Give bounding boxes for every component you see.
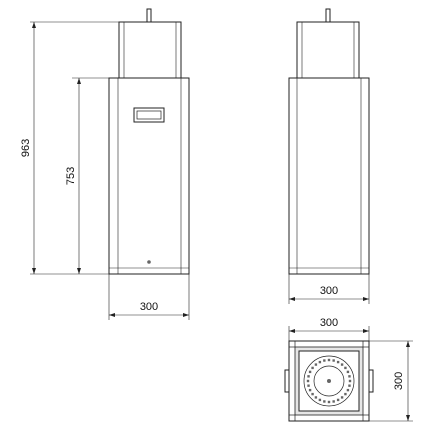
arrow-body-bottom	[77, 268, 81, 274]
dimension-front-width: 300	[108, 274, 190, 320]
vent-hole	[344, 366, 347, 370]
arrow-side-left	[289, 297, 295, 301]
arrow-side-right	[363, 297, 369, 301]
vent-hole	[340, 363, 344, 366]
front-body	[108, 77, 190, 275]
vent-hole	[340, 396, 344, 399]
arrow-top-left	[289, 329, 295, 333]
vent-hole	[332, 400, 335, 403]
vent-hole	[318, 360, 322, 364]
vent-hole	[346, 370, 350, 374]
label-total-height: 963	[20, 139, 32, 157]
arrow-total-bottom	[32, 268, 36, 274]
vent-hole	[311, 366, 314, 370]
top-corner-bl	[288, 414, 296, 422]
top-tab-right	[368, 369, 374, 393]
dimension-body-height: 753	[65, 77, 109, 274]
vent-hole	[314, 363, 318, 366]
top-corner-tr	[362, 340, 370, 348]
arrow-body-top	[77, 78, 81, 84]
arrow-top-right	[363, 329, 369, 333]
vent-hole	[336, 360, 340, 364]
dimension-top-depth: 300	[369, 340, 413, 422]
vent-hole	[314, 396, 318, 399]
label-body-height: 753	[65, 167, 77, 185]
arrow-depth-bottom	[406, 415, 410, 421]
front-view	[108, 8, 190, 275]
vent-hole	[308, 370, 312, 374]
vent-hole	[336, 398, 340, 402]
top-corner-tl	[288, 340, 296, 348]
vent-hole	[327, 358, 331, 362]
side-upper-section	[296, 21, 360, 79]
top-vent-ring	[303, 355, 355, 407]
vent-hole	[311, 392, 314, 396]
vent-hole	[348, 384, 351, 387]
dimension-top-width: 300	[288, 317, 370, 341]
front-top-pin	[146, 8, 152, 23]
vent-hole	[332, 359, 335, 362]
dimension-side-width: 300	[288, 274, 370, 304]
vent-hole	[306, 379, 310, 383]
vent-hole	[307, 384, 310, 387]
top-vent-inner-ring	[313, 365, 345, 397]
top-tab-left	[284, 369, 290, 393]
arrow-depth-top	[406, 341, 410, 347]
top-corner-br	[362, 414, 370, 422]
front-upper-section	[118, 21, 182, 79]
vent-hole	[307, 375, 310, 378]
front-indicator-light	[147, 260, 151, 264]
front-display-inner	[136, 110, 162, 120]
vent-hole	[346, 388, 350, 392]
vent-hole	[348, 375, 351, 378]
arrow-total-top	[32, 22, 36, 28]
vent-hole	[308, 388, 312, 392]
side-view	[288, 8, 370, 275]
label-top-width: 300	[320, 317, 338, 329]
top-vent-holes	[306, 358, 352, 404]
vent-hole	[327, 400, 331, 404]
label-side-width: 300	[320, 285, 338, 297]
label-front-width: 300	[140, 301, 158, 313]
vent-hole	[318, 398, 322, 402]
front-display-panel	[133, 107, 165, 123]
vent-hole	[344, 392, 347, 396]
vent-hole	[323, 359, 326, 362]
label-top-depth: 300	[393, 372, 405, 390]
arrow-front-right	[183, 313, 189, 317]
side-top-pin	[325, 8, 331, 23]
top-view	[284, 340, 374, 422]
arrow-front-left	[109, 313, 115, 317]
side-body	[288, 77, 370, 275]
top-vent-center	[327, 379, 331, 383]
dimension-total-height: 963	[20, 21, 119, 275]
vent-hole	[323, 400, 326, 403]
vent-hole	[348, 379, 352, 383]
